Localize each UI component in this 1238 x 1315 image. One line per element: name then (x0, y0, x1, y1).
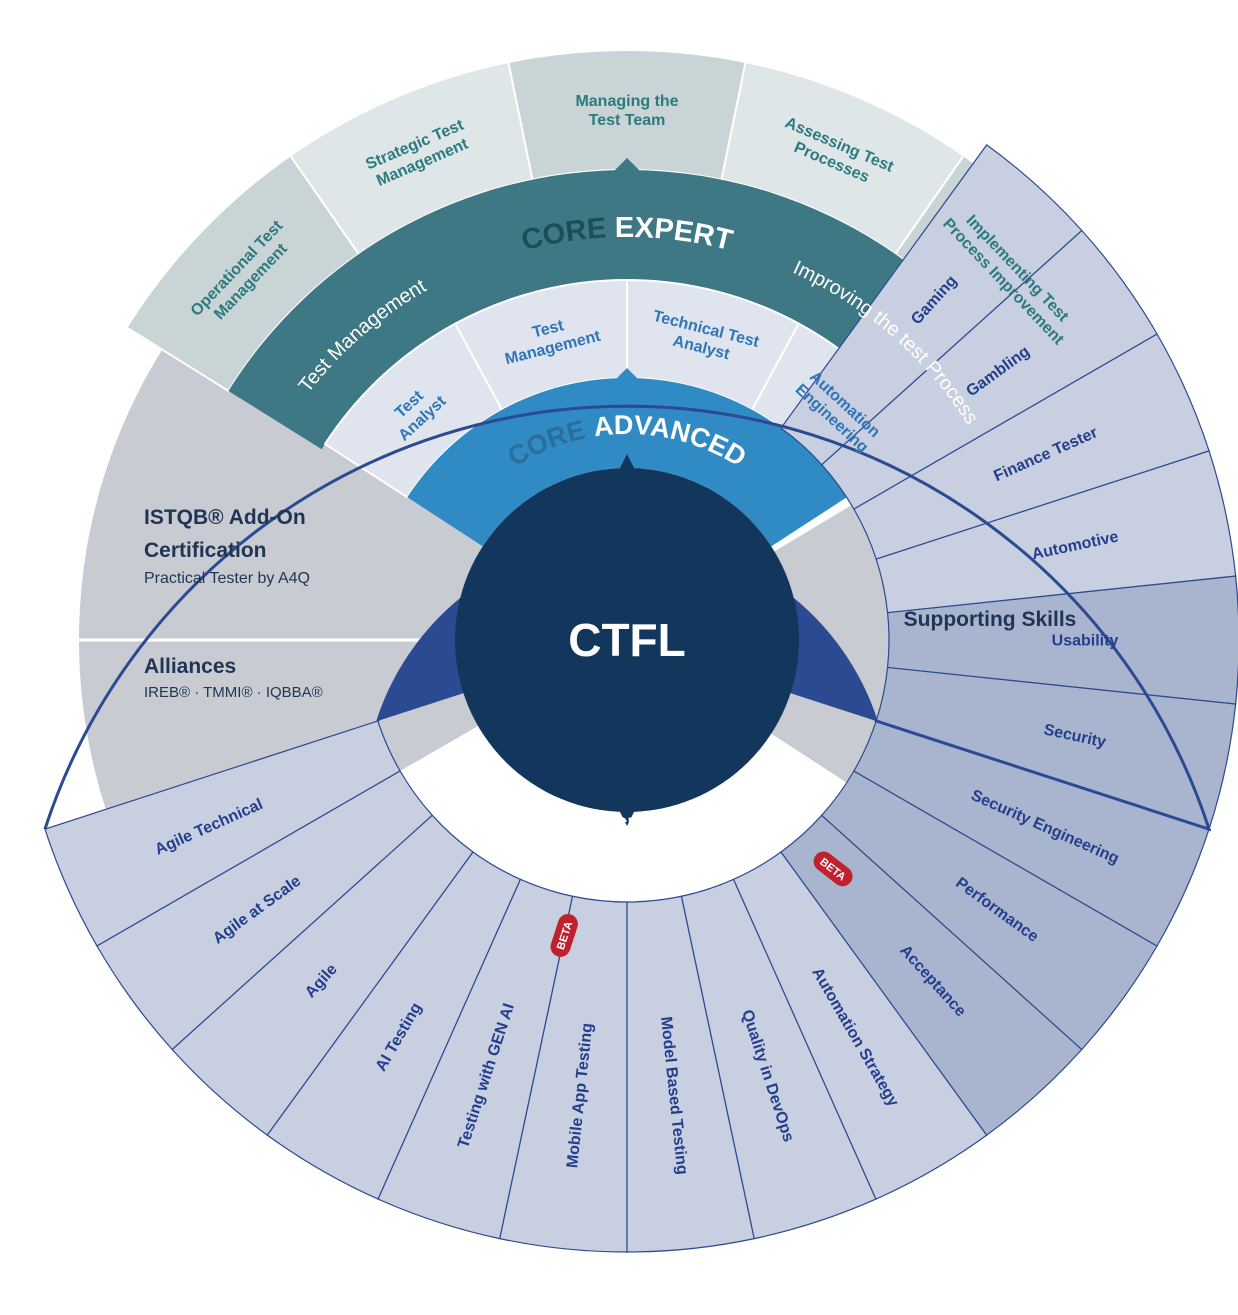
specialist-module-cell (820, 229, 1158, 510)
addon-title-line1: ISTQB® Add-On (144, 506, 306, 529)
specialist-module-cell (853, 333, 1210, 560)
core-expert-band (228, 170, 1026, 450)
beta-badge-pill (813, 851, 853, 887)
specialist-module-cell (680, 878, 877, 1240)
alliances-block: Alliances IREB® · TMMI® · IQBBA® (144, 655, 323, 701)
module-label-line: Usability (1052, 633, 1119, 650)
specialist-module-cell (377, 878, 574, 1240)
expert-arrow (613, 158, 641, 172)
supporting-skills-title: Supporting Skills (904, 608, 1077, 631)
specialist-module-cell (266, 851, 522, 1200)
specialist-module-cell (886, 575, 1238, 705)
specialist-module-cell (853, 720, 1210, 947)
module-label-line: Managing the (575, 93, 678, 110)
alliances-subtitle: IREB® · TMMI® · IQBBA® (144, 684, 323, 701)
center-arrow-down (611, 794, 643, 826)
specialist-module-cell (171, 814, 474, 1136)
addon-block: ISTQB® Add-On Certification Practical Te… (144, 506, 310, 587)
specialist-module-cell (875, 450, 1237, 614)
addon-subtitle: Practical Tester by A4Q (144, 570, 310, 587)
ctfl-center-circle (455, 468, 799, 812)
addon-title-line2: Certification (144, 539, 267, 562)
specialist-module-cell (626, 895, 755, 1253)
testing-specialist-modules-ring (43, 144, 1238, 1253)
module-label-line: Test Team (589, 112, 666, 129)
specialist-module-cell (780, 144, 1083, 466)
beta-badge-pill (550, 913, 578, 957)
alliances-title: Alliances (144, 655, 236, 678)
specialist-module-cell (732, 851, 988, 1200)
beta-badge: BETA (550, 913, 578, 957)
ctfl-title: CTFL (568, 614, 686, 666)
specialist-module-label: Usability (1052, 633, 1119, 650)
specialist-module-cell (820, 770, 1158, 1051)
specialist-module-cell (499, 895, 628, 1253)
specialist-module-cell (780, 814, 1083, 1136)
center-arrow-up (611, 454, 643, 486)
specialist-module-cell (96, 770, 434, 1051)
